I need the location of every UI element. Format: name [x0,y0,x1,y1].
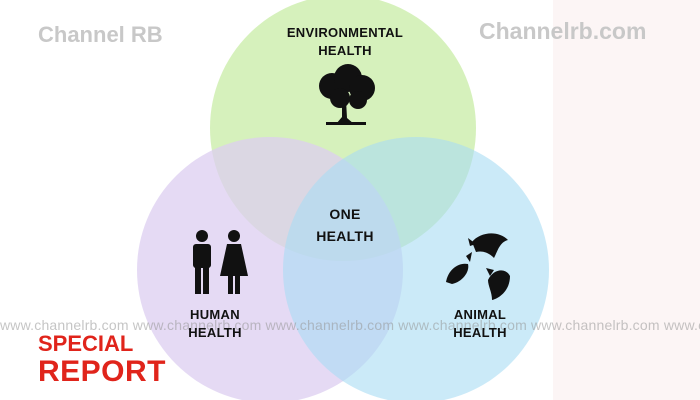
environmental-health-label: ENVIRONMENTAL HEALTH [286,25,404,58]
animal-health-label: ANIMAL HEALTH [453,307,507,340]
brand-right: Channelrb.com [479,18,647,44]
birds-icon [446,233,510,300]
one-health-label: ONE HEALTH [316,206,374,244]
report-label: REPORT [38,355,167,388]
background-strip [553,0,700,400]
animal-circle [283,137,549,400]
people-icon [193,230,248,294]
tree-icon [319,64,375,125]
special-report-badge: SPECIAL REPORT [38,332,166,388]
watermark: www.channelrb.com www.channelrb.com www.… [0,317,700,333]
brand-left: Channel RB [38,22,163,47]
special-label: SPECIAL [38,331,134,356]
human-health-label: HUMAN HEALTH [188,307,242,340]
